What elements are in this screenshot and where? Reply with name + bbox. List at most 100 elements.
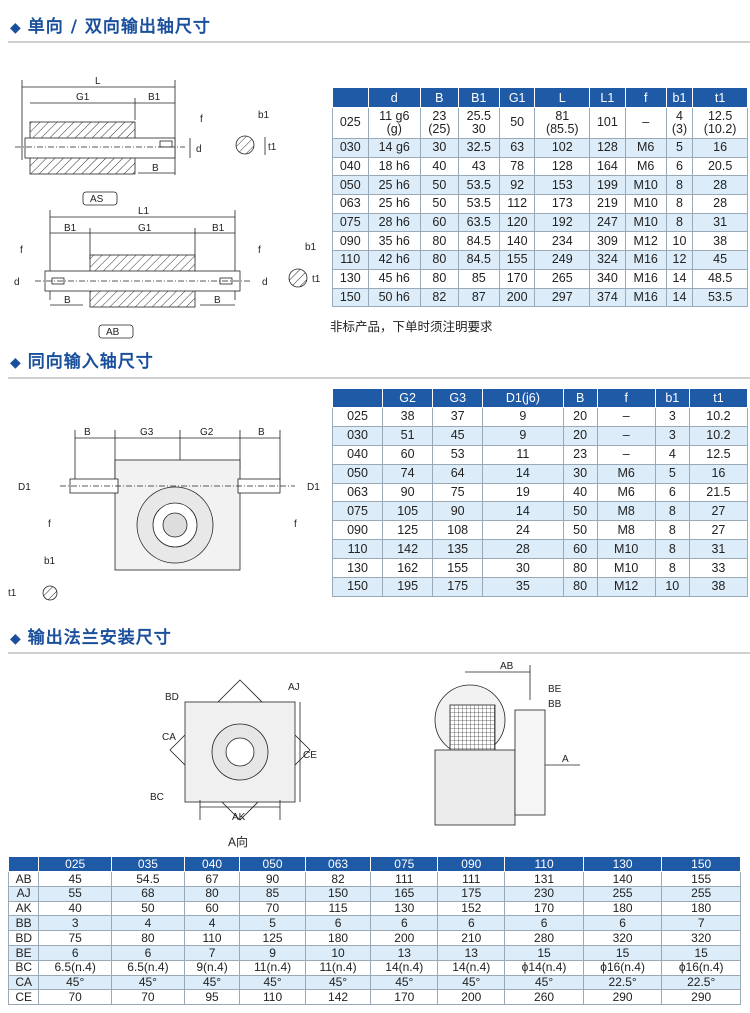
note: 非标产品，下单时须注明要求 — [330, 319, 493, 334]
table-cell: 45° — [304, 974, 372, 991]
table-cell: 5 — [239, 915, 306, 932]
label-view-A: A向 — [228, 834, 248, 849]
label-t1: t1 — [268, 142, 277, 153]
table-cell: 45 — [692, 250, 748, 270]
table-cell: 19 — [482, 482, 564, 503]
table-cell: 10.2 — [688, 425, 749, 446]
table-cell: 219 — [589, 194, 626, 214]
table-cell: 30 — [419, 138, 459, 158]
table-cell: 5 — [654, 463, 690, 484]
table-cell: 90 — [432, 501, 484, 522]
table-cell: 60 — [183, 900, 241, 917]
table-cell: 33 — [688, 558, 749, 579]
table-cell: 45° — [239, 974, 306, 991]
table-cell: M10 — [624, 194, 667, 214]
table-cell: 3 — [38, 915, 113, 932]
table-cell: M8 — [596, 520, 656, 541]
table-cell: 25 h6 — [367, 194, 421, 214]
table-cell: 180 — [661, 900, 741, 917]
table-cell: 68 — [111, 885, 185, 902]
table-cell: 6 — [370, 915, 439, 932]
table-cell: 53 — [432, 444, 484, 465]
table-cell: 50 — [419, 175, 459, 196]
table-cell: 11 g6(g) — [367, 107, 421, 139]
table-cell: 6.5(n.4) — [111, 959, 185, 976]
label-L1: L1 — [138, 206, 150, 217]
table-cell: 173 — [534, 194, 591, 214]
table-cell: 55 — [38, 885, 113, 902]
table-cell: 14(n.4) — [437, 959, 506, 976]
table-cell: 75 — [38, 930, 113, 946]
table-cell: 230 — [504, 885, 584, 902]
table-cell: 27 — [688, 501, 749, 522]
table-cell: 50 — [498, 107, 536, 139]
table-cell: M12 — [596, 577, 656, 597]
label-t1-ab: t1 — [312, 274, 321, 285]
table-cell: 90 — [239, 871, 306, 887]
section-title-output-shaft: ◆单向 / 双向输出轴尺寸 — [10, 17, 211, 37]
table-cell: 140 — [582, 871, 663, 887]
table-cell: 090 — [331, 520, 384, 541]
table-cell: 030 — [331, 425, 384, 446]
table-cell: 175 — [432, 577, 484, 597]
table-cell: 125 — [382, 520, 434, 541]
table-cell: 45° — [111, 974, 185, 991]
table-cell: 063 — [331, 482, 384, 503]
table-cell: 40 — [562, 482, 598, 503]
table-cell: 63.5 — [457, 212, 500, 233]
table-cell: 45° — [437, 974, 506, 991]
table-cell: – — [596, 407, 656, 427]
table-cell: 12.5(10.2) — [692, 107, 748, 139]
table-cell: 170 — [370, 989, 439, 1006]
table-cell: 290 — [582, 989, 663, 1006]
table-cell: 150 — [304, 885, 372, 902]
diamond-icon: ◆ — [10, 20, 22, 36]
table-cell: 6 — [665, 156, 694, 177]
table-cell: 28 — [692, 175, 748, 196]
table-cell: 81(85.5) — [534, 107, 591, 139]
column-header: t1 — [688, 388, 749, 408]
column-header: L — [534, 87, 591, 108]
table-cell: 10 — [665, 231, 694, 252]
label-b1: b1 — [258, 110, 270, 121]
table-cell: BB — [7, 915, 40, 932]
table-cell: 21.5 — [688, 482, 749, 503]
table-cell: 101 — [589, 107, 626, 139]
section-title-input-shaft: ◆同向输入轴尺寸 — [10, 352, 154, 372]
column-header: 110 — [504, 856, 584, 872]
column-header — [7, 856, 40, 872]
table-cell: 28 h6 — [367, 212, 421, 233]
table-cell: 8 — [665, 194, 694, 214]
column-header: 040 — [183, 856, 241, 872]
table-cell: 50 — [419, 194, 459, 214]
column-header: 090 — [437, 856, 506, 872]
table-cell: 125 — [239, 930, 306, 946]
table-cell: 10 — [654, 577, 690, 597]
label-AB: AB — [500, 661, 514, 672]
table-cell: 80 — [111, 930, 185, 946]
label-B-left: B — [64, 295, 71, 306]
table-cell: 170 — [498, 268, 536, 289]
table-cell: 80 — [419, 231, 459, 252]
table-cell: M10 — [624, 175, 667, 196]
table-cell: 50 — [111, 900, 185, 917]
label-G1-ab: G1 — [138, 223, 152, 234]
output-shaft-drawing: L G1 B1 f d B AS b1 t1 L1 B1 G1 B1 f f d… — [14, 76, 321, 339]
label-b1: b1 — [44, 556, 56, 567]
table-cell: 45 — [432, 425, 484, 446]
table-cell: 110 — [332, 250, 369, 270]
table-cell: 84.5 — [457, 231, 500, 252]
table-cell: 290 — [661, 989, 741, 1006]
table-cell: 16 — [692, 138, 748, 158]
label-f-left: f — [48, 519, 51, 530]
table-cell: 128 — [589, 138, 626, 158]
table-cell: 111 — [370, 871, 439, 887]
table-cell: 9(n.4) — [183, 959, 241, 976]
table-cell: 82 — [304, 871, 372, 887]
